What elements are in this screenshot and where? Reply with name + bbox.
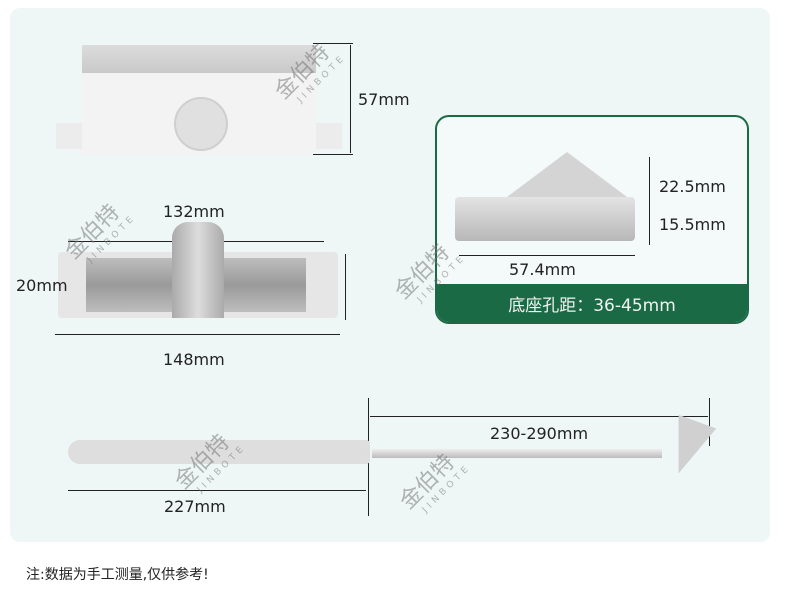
main-arm [68, 440, 370, 464]
total-length-label: 148mm [163, 350, 225, 369]
bracket-plate [455, 197, 635, 241]
front-height-label: 57mm [358, 90, 410, 109]
bracket-footer: 底座孔距：36-45mm [437, 284, 747, 322]
bracket-top-height-label: 22.5mm [659, 177, 726, 196]
adjustable-arm-label: 230-290mm [490, 424, 589, 443]
closer-front-view [56, 45, 342, 155]
bracket-width-label: 57.4mm [509, 260, 576, 279]
measurement-note: 注:数据为手工测量,仅供参考! [26, 567, 209, 583]
adjustable-arm [372, 449, 662, 458]
bracket-bottom-height-label: 15.5mm [659, 215, 726, 234]
main-arm-label: 227mm [164, 497, 226, 516]
hole-spacing-label: 20mm [16, 276, 68, 295]
closer-top-view [58, 222, 338, 318]
bracket-card: 22.5mm 15.5mm 57.4mm 底座孔距：36-45mm [435, 115, 749, 324]
hex-nut-icon [174, 97, 228, 151]
inner-length-label: 132mm [163, 202, 225, 221]
